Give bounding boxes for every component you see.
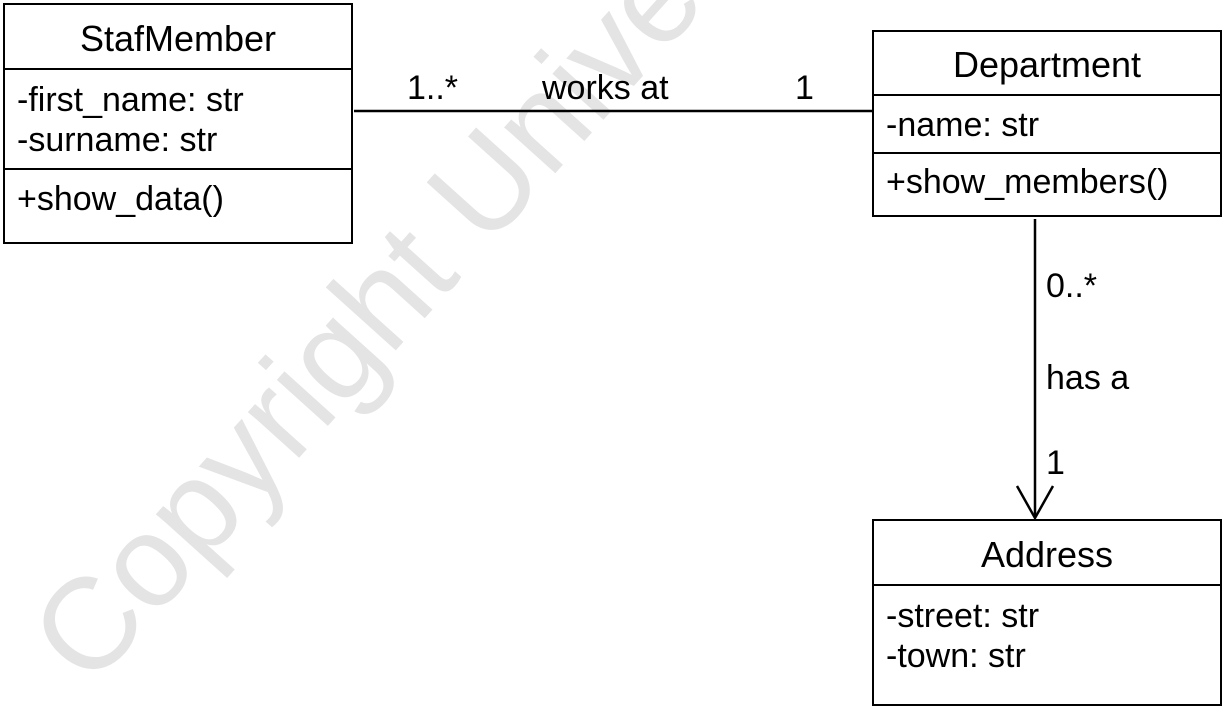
class-address[interactable]: Address -street: str -town: str (872, 519, 1222, 706)
attribute: -name: str (886, 106, 1040, 144)
class-name: StafMember (5, 5, 351, 70)
operation: +show_data() (17, 180, 224, 218)
works-at-source-multiplicity: 1..* (407, 69, 459, 107)
operation: +show_members() (886, 163, 1169, 201)
class-name: Address (874, 521, 1220, 586)
has-a-target-multiplicity: 1 (1046, 444, 1065, 482)
class-department[interactable]: Department -name: str +show_members() (872, 30, 1222, 217)
has-a-label: has a (1046, 359, 1130, 397)
attribute: -surname: str (17, 121, 218, 159)
operations-compartment: +show_data() (5, 170, 351, 219)
has-a-source-multiplicity: 0..* (1046, 267, 1098, 305)
operations-compartment: +show_members() (874, 154, 1220, 202)
attributes-compartment: -name: str (874, 96, 1220, 154)
attributes-compartment: -street: str -town: str (874, 586, 1220, 676)
navigability-arrow-icon (1015, 485, 1055, 521)
works-at-label: works at (542, 69, 669, 107)
works-at-target-multiplicity: 1 (795, 69, 814, 107)
attribute: -first_name: str (17, 81, 244, 119)
class-name: Department (874, 32, 1220, 96)
class-staf-member[interactable]: StafMember -first_name: str -surname: st… (3, 3, 353, 244)
attribute: -town: str (886, 637, 1026, 675)
attributes-compartment: -first_name: str -surname: str (5, 70, 351, 170)
attribute: -street: str (886, 597, 1040, 635)
